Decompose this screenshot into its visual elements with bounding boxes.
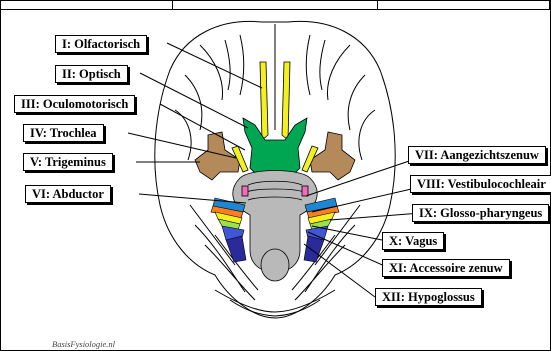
label-vagus: X: Vagus <box>382 232 444 250</box>
label-oculomotor: III: Oculomotorisch <box>14 95 135 113</box>
label-accessory: XI: Accessoire zenuw <box>382 259 510 277</box>
label-olfactory: I: Olfactorisch <box>55 35 147 53</box>
label-trigeminal: V: Trigeminus <box>23 153 113 171</box>
label-hypoglossal: XII: Hypoglossus <box>375 288 482 306</box>
label-optic: II: Optisch <box>55 65 128 83</box>
label-vestibulocochlear: VIII: Vestibulocochleair <box>410 175 551 193</box>
label-abducens: VI: Abductor <box>25 185 111 203</box>
label-trochlear: IV: Trochlea <box>23 124 104 142</box>
label-glossopharyngeal: IX: Glosso-pharyngeus <box>412 204 549 222</box>
credit-text: BasisFysiologie.nl <box>52 339 115 349</box>
label-facial: VII: Aangezichtszenuw <box>408 146 546 164</box>
